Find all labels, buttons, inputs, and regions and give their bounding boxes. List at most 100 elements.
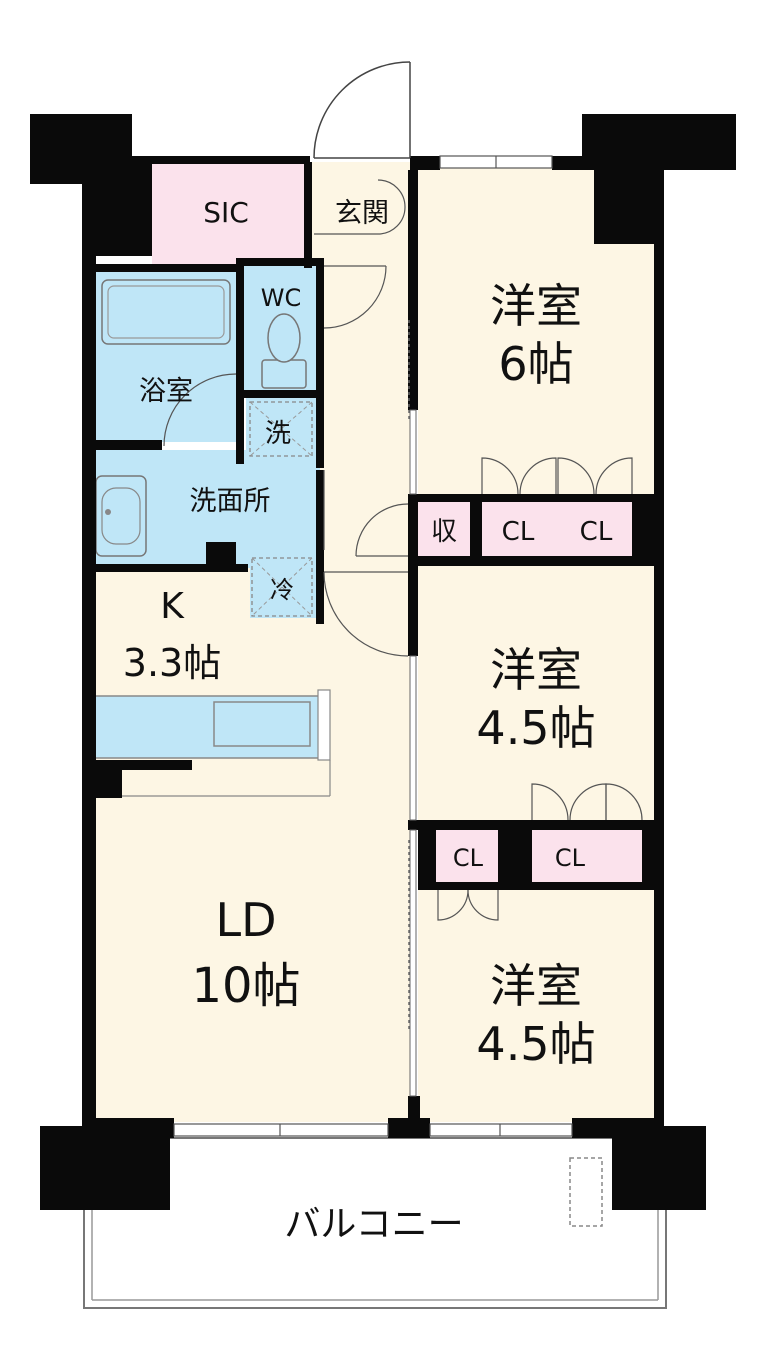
wall bbox=[418, 820, 436, 884]
wall bbox=[242, 390, 320, 398]
hallway-floor bbox=[320, 260, 412, 570]
wall bbox=[96, 440, 162, 450]
closet-area bbox=[532, 828, 642, 882]
wall bbox=[632, 494, 662, 564]
wall bbox=[82, 1118, 174, 1138]
bedroom1-door[interactable] bbox=[355, 503, 409, 557]
genkan-step bbox=[314, 179, 406, 235]
wall bbox=[408, 1096, 420, 1136]
genkan-floor bbox=[310, 162, 410, 262]
toilet-bowl bbox=[267, 313, 301, 363]
balcony-area bbox=[83, 1137, 667, 1309]
bathtub bbox=[101, 279, 231, 345]
kitchen-label: K bbox=[160, 586, 185, 627]
bedroom2-label: 洋室 bbox=[490, 643, 582, 697]
wall bbox=[316, 550, 324, 624]
bedroom1-size: 6帖 bbox=[498, 337, 573, 391]
wall bbox=[130, 156, 310, 164]
wall bbox=[594, 156, 664, 244]
wall bbox=[316, 398, 324, 468]
wall bbox=[408, 170, 418, 410]
wall bbox=[612, 1126, 706, 1210]
storage-area bbox=[418, 500, 470, 556]
bedroom3-size: 4.5帖 bbox=[476, 1017, 595, 1071]
wall bbox=[304, 162, 312, 268]
fridge-box bbox=[251, 557, 313, 617]
toilet-tank bbox=[261, 359, 307, 389]
wall bbox=[408, 494, 418, 564]
sliding-partition bbox=[409, 829, 417, 1097]
closet-door[interactable] bbox=[595, 457, 633, 495]
bathtub-inner bbox=[107, 285, 225, 339]
ld-size: 10帖 bbox=[191, 958, 300, 1014]
genkan-label: 玄関 bbox=[335, 198, 389, 229]
sliding-partition bbox=[409, 409, 417, 495]
wall bbox=[206, 542, 236, 568]
bedroom1-label: 洋室 bbox=[490, 279, 582, 333]
closet-door[interactable] bbox=[605, 783, 643, 821]
closet-door[interactable] bbox=[531, 783, 569, 821]
window bbox=[429, 1123, 573, 1137]
balcony-label: バルコニー bbox=[284, 1204, 463, 1245]
drain bbox=[105, 509, 111, 515]
wall bbox=[82, 256, 96, 1124]
washer-box bbox=[249, 401, 313, 457]
closet-door[interactable] bbox=[557, 457, 595, 495]
closet-door[interactable] bbox=[519, 457, 557, 495]
bathroom-door[interactable] bbox=[163, 373, 237, 447]
kitchen-size: 3.3帖 bbox=[123, 641, 221, 685]
bedroom2-size: 4.5帖 bbox=[476, 701, 595, 755]
fridge-label: 冷 bbox=[270, 576, 294, 604]
counter-edge bbox=[317, 689, 331, 761]
emergency-hatch bbox=[569, 1157, 603, 1227]
ld-door[interactable] bbox=[323, 571, 409, 657]
bath-label: 浴室 bbox=[139, 376, 193, 407]
sic-label: SIC bbox=[203, 196, 249, 229]
closet-label: CL bbox=[580, 517, 613, 547]
wall bbox=[642, 820, 662, 890]
wall bbox=[410, 156, 440, 170]
wall bbox=[40, 1126, 170, 1210]
wall bbox=[316, 470, 324, 550]
closet-label: CL bbox=[555, 844, 586, 872]
wall bbox=[498, 820, 532, 890]
window bbox=[173, 1123, 389, 1137]
sliding-partition bbox=[409, 655, 417, 821]
closet-label: CL bbox=[502, 517, 535, 547]
wall bbox=[316, 258, 324, 398]
wall bbox=[552, 156, 596, 170]
wall bbox=[418, 882, 664, 890]
kitchen-sink bbox=[213, 701, 311, 747]
closet-area bbox=[482, 500, 632, 556]
bedroom3-label: 洋室 bbox=[490, 959, 582, 1013]
closet-label: CL bbox=[453, 844, 484, 872]
wall bbox=[654, 240, 664, 1128]
sic-area bbox=[152, 162, 304, 266]
wall bbox=[408, 820, 662, 830]
wall bbox=[92, 760, 122, 798]
bedroom2-floor bbox=[418, 566, 656, 822]
closet-door[interactable] bbox=[481, 457, 519, 495]
wash-basin-bowl bbox=[101, 487, 141, 545]
washroom-label: 洗面所 bbox=[190, 486, 271, 517]
entrance-door[interactable] bbox=[313, 61, 411, 159]
closet-door[interactable] bbox=[437, 889, 469, 921]
closet-door[interactable] bbox=[467, 889, 499, 921]
wall bbox=[236, 258, 320, 266]
wall bbox=[408, 494, 662, 502]
storage-label: 収 bbox=[431, 517, 457, 547]
wc-door[interactable] bbox=[323, 265, 387, 329]
ld-label: LD bbox=[215, 893, 276, 947]
closet-door[interactable] bbox=[569, 783, 607, 821]
wall bbox=[92, 564, 248, 572]
wall bbox=[408, 566, 418, 656]
wall bbox=[236, 264, 244, 464]
wall bbox=[82, 760, 192, 770]
wall bbox=[96, 264, 242, 272]
washer-label: 洗 bbox=[265, 419, 291, 449]
wall bbox=[82, 156, 152, 256]
wc-label: WC bbox=[261, 284, 302, 312]
ld-floor bbox=[92, 768, 412, 1122]
bedroom3-floor bbox=[418, 890, 656, 1122]
